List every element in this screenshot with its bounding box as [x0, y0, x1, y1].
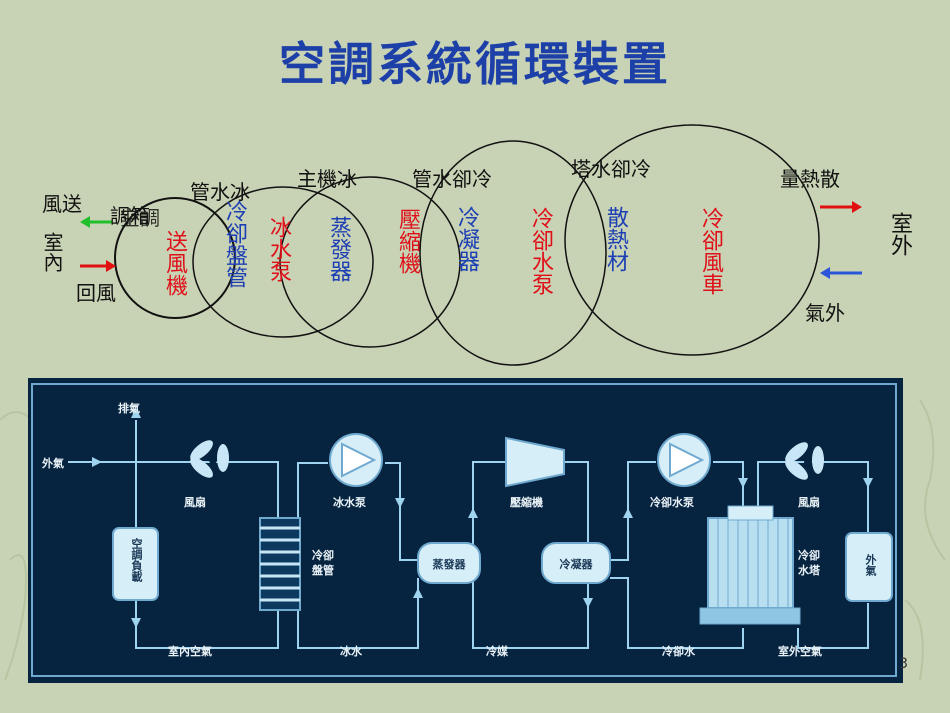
cw-pump-label: 冷卻水泵 [650, 496, 694, 509]
load-box [112, 527, 159, 601]
cooling-coil-icon [259, 517, 301, 611]
circle-label-chilled-pipe: 管水冰 [190, 180, 250, 204]
fan-right-icon [785, 442, 824, 480]
exhaust-label: 排氣 [118, 402, 140, 415]
circle-label-chiller: 主機冰 [297, 167, 357, 191]
outdoor-air-label: 氣外 [805, 301, 845, 325]
return-air-label: 回風 [76, 281, 116, 305]
condenser-label: 冷凝器 [559, 558, 593, 571]
circle-label-cooling-tower: 塔水卻冷 [571, 157, 651, 181]
component-supply-fan: 送風機 [162, 230, 187, 296]
component-chw-pump: 冰水泵 [266, 216, 291, 282]
cw-pump-icon [657, 433, 711, 487]
bottom-label-indoor-air: 室內空氣 [168, 645, 212, 658]
condenser-box [541, 542, 611, 584]
bottom-label-outdoor-air: 室外空氣 [778, 645, 822, 658]
component-compressor: 壓縮機 [395, 208, 420, 274]
pipe-network [31, 383, 897, 677]
air-handler-label: 調箱 [110, 204, 150, 228]
outside-air-label: 外氣 [42, 457, 64, 470]
component-cooling-coil: 冷卻盤管 [222, 200, 247, 288]
fan-left-label: 風扇 [184, 496, 206, 509]
chw-pump-icon [329, 433, 383, 487]
tower-label: 冷卻水塔 [798, 549, 820, 577]
hvac-diagram-panel: 排氣 外氣 風扇 風扇 空調負載 冷卻盤管 冰水泵 蒸發器 壓縮機 冷凝器 冷卻… [28, 378, 903, 683]
outside-air-box [845, 532, 893, 602]
fan-right-label: 風扇 [798, 496, 820, 509]
coil-label: 冷卻盤管 [312, 549, 334, 577]
room-label: 室內 [40, 232, 64, 272]
load-label: 空調負載 [130, 538, 143, 582]
bottom-label-chilled-water: 冰水 [340, 645, 362, 658]
outside-box-label: 外氣 [864, 554, 877, 576]
component-cooling-fan: 冷卻風車 [698, 207, 723, 295]
component-condenser: 冷凝器 [454, 206, 479, 272]
compressor-icon [505, 436, 565, 488]
supply-air-label: 風送 [42, 192, 82, 216]
air-handler-label-2: 空調 [120, 206, 160, 230]
bottom-label-refrigerant: 冷媒 [486, 645, 508, 658]
outdoor-label: 室外 [887, 212, 912, 256]
evaporator-label: 蒸發器 [432, 558, 466, 571]
evaporator-box [417, 542, 481, 584]
cycle-circles [80, 124, 862, 366]
page-title: 空調系統循環裝置 [279, 37, 671, 91]
circle-label-cooling-pipe: 管水卻冷 [412, 167, 492, 191]
heat-out-label: 量熱散 [780, 167, 840, 191]
component-fill: 散熱材 [603, 206, 628, 272]
bottom-label-cooling-water: 冷卻水 [662, 645, 695, 658]
cooling-tower-icon [699, 505, 801, 625]
chw-pump-label: 冰水泵 [333, 496, 366, 509]
component-cw-pump: 冷卻水泵 [528, 207, 553, 295]
component-evaporator: 蒸發器 [326, 216, 351, 282]
fan-left-icon [190, 440, 229, 478]
compressor-label: 壓縮機 [510, 496, 543, 509]
page-number: 3 [899, 656, 908, 672]
